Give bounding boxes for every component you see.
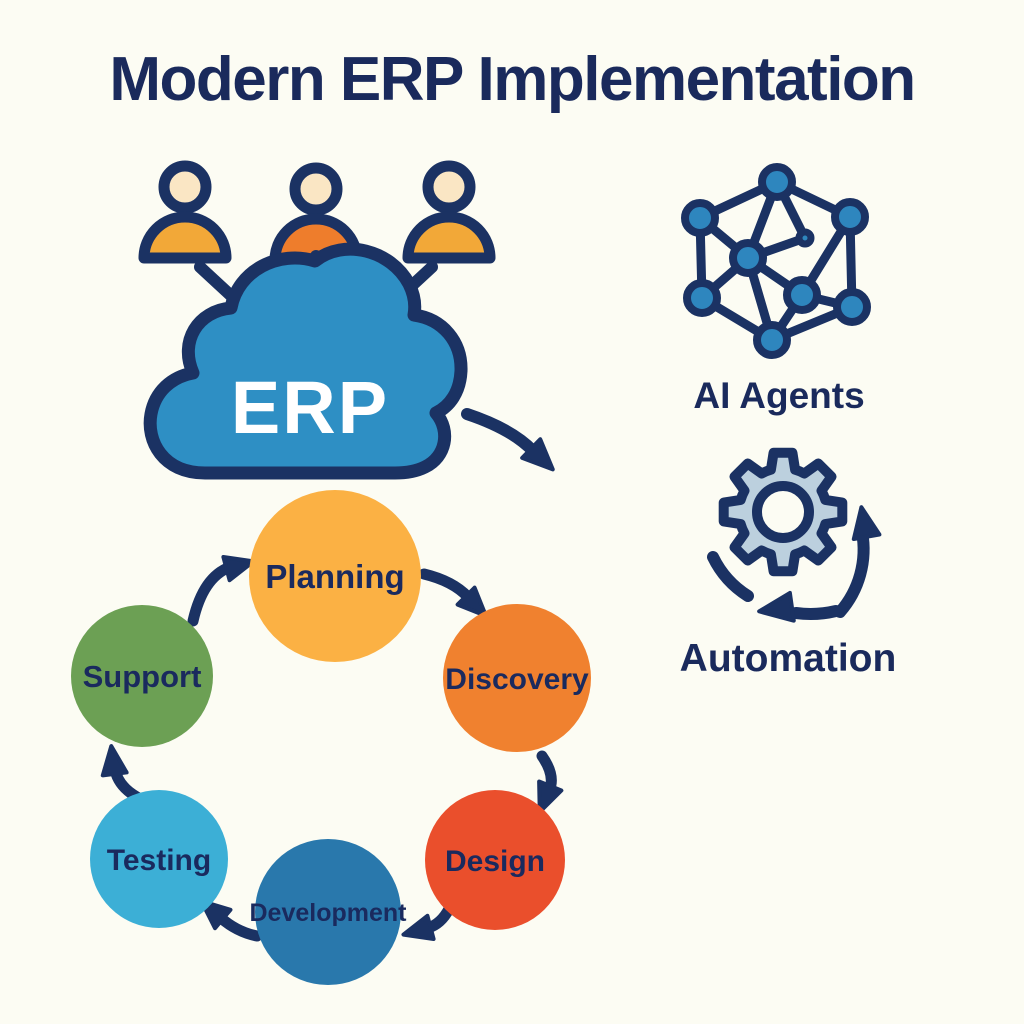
cycle-arrow-testing-to-support bbox=[100, 744, 143, 803]
erp-cloud: ERP bbox=[143, 242, 468, 480]
network-nodes-icon bbox=[681, 163, 871, 359]
page-title: Modern ERP Implementation bbox=[109, 45, 916, 114]
cycle-stage-support: Support bbox=[71, 605, 213, 747]
user-icon bbox=[402, 160, 496, 264]
cycle-stage-testing: Testing bbox=[90, 790, 228, 928]
gear-sync-icon bbox=[707, 447, 882, 623]
erp-label: ERP bbox=[231, 366, 389, 449]
stage-label: Testing bbox=[107, 844, 211, 877]
automation-label: Automation bbox=[680, 637, 897, 680]
stage-label: Design bbox=[445, 845, 545, 878]
cycle-stage-design: Design bbox=[425, 790, 565, 930]
cycle-stage-discovery: Discovery bbox=[443, 604, 591, 752]
stage-label: Development bbox=[250, 899, 408, 927]
stage-label: Support bbox=[83, 659, 202, 694]
implementation-cycle: Planning Discovery Design Development Te… bbox=[71, 490, 591, 985]
cycle-arrow-planning-to-discovery bbox=[418, 568, 488, 618]
cycle-arrow-development-to-testing bbox=[199, 899, 263, 942]
stage-label: Planning bbox=[265, 558, 404, 595]
stage-label: Discovery bbox=[445, 663, 589, 696]
user-icon bbox=[138, 160, 232, 264]
cycle-arrow-support-to-planning bbox=[187, 555, 256, 627]
cycle-stage-planning: Planning bbox=[249, 490, 421, 662]
ai-agents-label: AI Agents bbox=[693, 375, 864, 416]
cycle-arrow-discovery-to-design bbox=[536, 750, 564, 814]
cycle-stage-development: Development bbox=[250, 839, 408, 985]
cloud-to-cycle-arrow bbox=[461, 408, 555, 472]
cycle-arrow-design-to-development bbox=[401, 903, 455, 941]
